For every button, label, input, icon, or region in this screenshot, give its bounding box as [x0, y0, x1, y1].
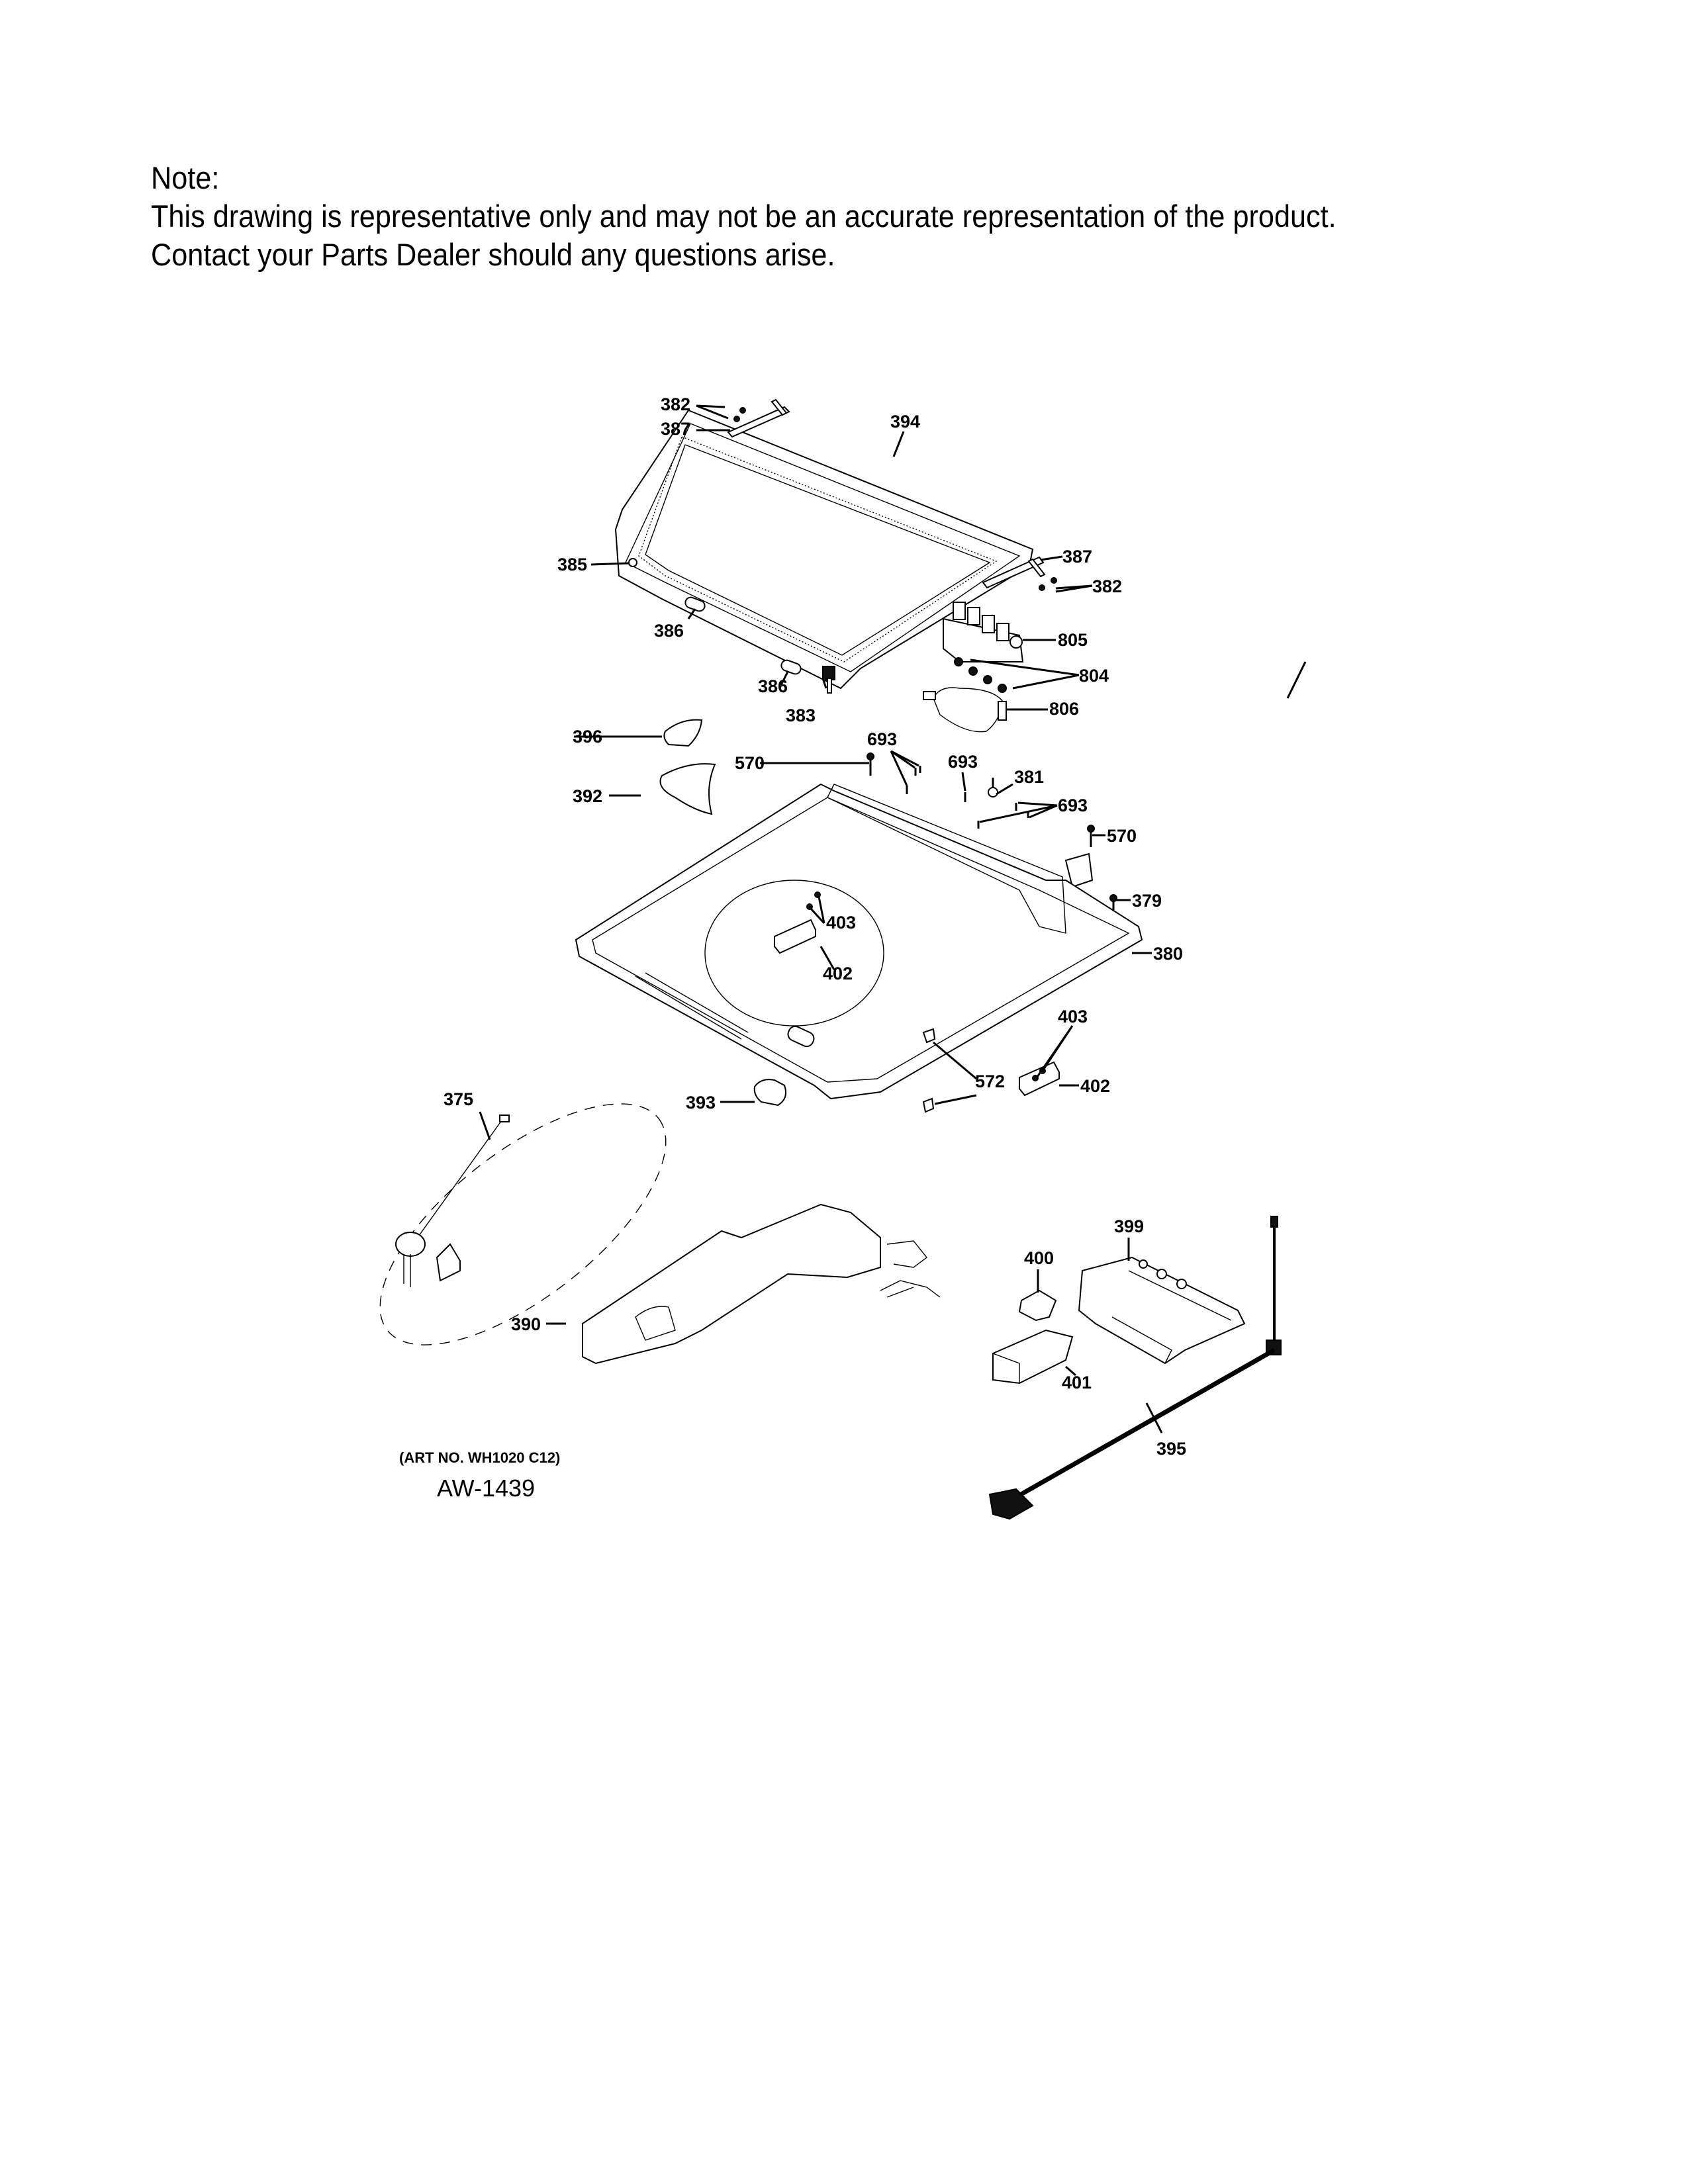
callout-380: 380: [1153, 944, 1183, 964]
callout-693: 693: [867, 729, 897, 749]
valve-harness: [923, 687, 1007, 733]
callout-402: 402: [1080, 1076, 1110, 1096]
hinge-plate-2: [780, 659, 802, 675]
callout-386: 386: [654, 621, 684, 641]
drawing-id: AW-1439: [437, 1475, 536, 1502]
callout-390: 390: [511, 1314, 541, 1334]
callout-805: 805: [1058, 630, 1088, 650]
hinge-plate-1: [684, 596, 706, 612]
callout-395: 395: [1156, 1439, 1186, 1459]
callout-693: 693: [948, 752, 978, 772]
callout-labels: 382 387 394 385 387 382 386 805 804 386 …: [444, 394, 1186, 1459]
callout-804: 804: [1079, 666, 1109, 686]
bumper: [628, 558, 637, 567]
callout-392: 392: [573, 786, 602, 806]
callout-570: 570: [1107, 826, 1137, 846]
note-line-2: Contact your Parts Dealer should any que…: [151, 237, 835, 272]
clips: [922, 1028, 936, 1113]
callout-396: 396: [573, 727, 602, 747]
water-valve: [943, 602, 1024, 662]
note-heading: Note:: [151, 160, 220, 195]
hinge-left: [727, 398, 790, 438]
callout-379: 379: [1132, 891, 1162, 911]
detergent-dispenser-housing: [1078, 1256, 1246, 1365]
callout-375: 375: [444, 1089, 473, 1109]
lid-switch: [822, 666, 835, 694]
wire-harness: [988, 1216, 1282, 1520]
dispenser-duct: [582, 1203, 941, 1365]
fabric-softener-cap: [663, 719, 703, 747]
callout-383: 383: [786, 705, 816, 725]
callout-572: 572: [975, 1071, 1005, 1091]
callout-402: 402: [823, 964, 853, 983]
screws: [867, 752, 1117, 910]
hinge-right: [982, 556, 1057, 591]
top-panel: [575, 783, 1143, 1100]
callout-387: 387: [1062, 547, 1092, 567]
callout-806: 806: [1049, 699, 1079, 719]
note-line-1: This drawing is representative only and …: [151, 199, 1336, 234]
leader-lines: [479, 404, 1307, 1433]
callout-693: 693: [1058, 796, 1088, 815]
bracket: [1064, 852, 1094, 888]
callout-403: 403: [826, 913, 856, 933]
pressure-sensor-group: [379, 1103, 667, 1345]
art-number: (ART NO. WH1020 C12): [399, 1449, 561, 1466]
callout-570: 570: [735, 753, 765, 773]
callout-399: 399: [1114, 1216, 1144, 1236]
callout-393: 393: [686, 1093, 716, 1113]
inlet-screens: [954, 657, 1007, 693]
lid-lock-1: [774, 891, 821, 954]
callout-382: 382: [1092, 576, 1122, 596]
bleach-dispenser: [659, 763, 716, 815]
callout-387: 387: [661, 419, 690, 439]
callout-403: 403: [1058, 1007, 1088, 1026]
lid-assembly: [614, 409, 1034, 690]
callout-400: 400: [1024, 1248, 1054, 1268]
conditioner-drawer: [992, 1329, 1074, 1385]
callout-382: 382: [661, 394, 690, 414]
callout-386: 386: [758, 676, 788, 696]
callout-394: 394: [890, 412, 920, 432]
callout-381: 381: [1014, 767, 1044, 787]
lid-lock-2: [1019, 1061, 1060, 1097]
callout-401: 401: [1062, 1373, 1092, 1392]
dispenser-cap: [1018, 1289, 1057, 1322]
callout-385: 385: [557, 555, 587, 574]
drain-cover: [753, 1079, 786, 1107]
